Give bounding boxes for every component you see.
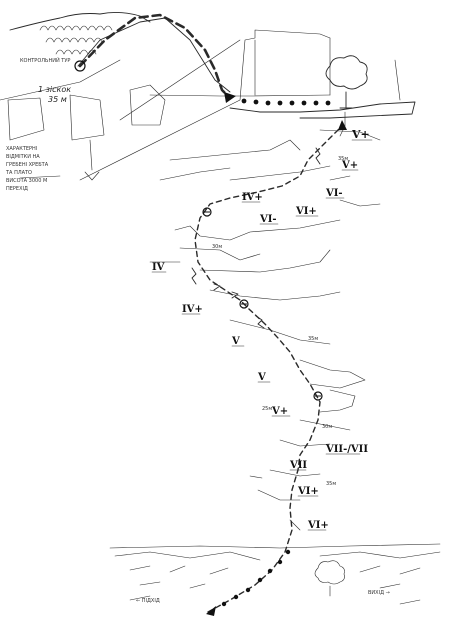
- side-note-line-6: ПЕРЕХІД: [6, 186, 28, 192]
- grade-label: V+: [271, 406, 288, 417]
- side-note-line-2: ВІДМІТКИ НА: [6, 154, 40, 160]
- approach-labels: ← ПІДХІД ВИХІД →: [136, 590, 390, 604]
- side-note: ХАРАКТЕРНІ ВІДМІТКИ НА ГРЕБЕНІ ХРЕБТА ТА…: [5, 146, 49, 192]
- grade-label: VI+: [295, 206, 317, 217]
- descent-note: 1 зіскок 35 м: [38, 85, 71, 104]
- grade-label: VI-: [259, 214, 277, 225]
- route-start-arrow-icon: [206, 606, 216, 616]
- side-note-line-3: ГРЕБЕНІ ХРЕБТА: [6, 162, 49, 168]
- belay-station-icon: [239, 299, 249, 309]
- approach-path-dots: [221, 549, 291, 607]
- approach-left-label: ← ПІДХІД: [136, 598, 160, 604]
- left-rock-blocks: [7, 84, 166, 181]
- grade-label: VI+: [307, 520, 329, 531]
- summit-tree-icon: [325, 55, 368, 109]
- approach-right-label: ВИХІД →: [368, 590, 390, 596]
- grade-labels: V+ V+ VI- VI+ VI- IV+ IV IV+ V V V+ VII-…: [152, 128, 370, 531]
- descent-route: [74, 13, 331, 106]
- pitch-length-5: 35м: [326, 481, 336, 487]
- grade-label: IV+: [242, 192, 263, 203]
- pitch-length-4: 30м: [322, 424, 332, 430]
- wall-rock-features: [149, 129, 381, 531]
- grade-label: V: [231, 336, 240, 347]
- ground-base: [109, 543, 441, 605]
- summit-plateau: [229, 101, 416, 137]
- pitch-length-2: 30м: [212, 244, 222, 250]
- side-note-line-5: ВИСОТА 3000 М: [6, 178, 47, 184]
- descent-note-line-2: 35 м: [48, 95, 67, 104]
- pitch-length-6: 25м: [262, 406, 272, 412]
- grade-label: VI-: [325, 188, 343, 199]
- climbing-route: [191, 120, 347, 616]
- descent-arrowhead-icon: [224, 92, 236, 103]
- pitch-length-1: 35м: [338, 156, 348, 162]
- arrival-label: КОНТРОЛЬНИЙ ТУР: [20, 57, 70, 64]
- descent-note-line-1: 1 зіскок: [38, 85, 71, 94]
- control-cairn-icon: [74, 60, 86, 72]
- belay-stations: [202, 207, 323, 401]
- grade-label: V: [257, 372, 266, 383]
- grade-underlines: [151, 139, 373, 531]
- grade-label: V+: [351, 128, 370, 141]
- side-note-line-4: ТА ПЛАТО: [5, 170, 32, 176]
- base-tree-icon: [314, 560, 345, 597]
- pitch-length-3: 35м: [308, 336, 318, 342]
- pitch-lengths: 35м 30м 35м 30м 35м 25м: [212, 156, 348, 487]
- route-top-arrow-icon: [338, 120, 347, 130]
- side-note-line-1: ХАРАКТЕРНІ: [6, 146, 37, 152]
- grade-label: VII-/VII: [325, 444, 368, 455]
- belay-station-icon: [313, 391, 323, 401]
- belay-station-icon: [202, 207, 212, 217]
- grade-label: VI+: [297, 486, 319, 497]
- piton-marks: [191, 147, 321, 329]
- grade-label: IV+: [182, 304, 203, 315]
- arrival-label-text: КОНТРОЛЬНИЙ ТУР: [20, 57, 70, 64]
- grade-label: VII: [289, 460, 307, 471]
- grade-label: IV: [152, 262, 165, 273]
- grade-label: V+: [341, 160, 358, 171]
